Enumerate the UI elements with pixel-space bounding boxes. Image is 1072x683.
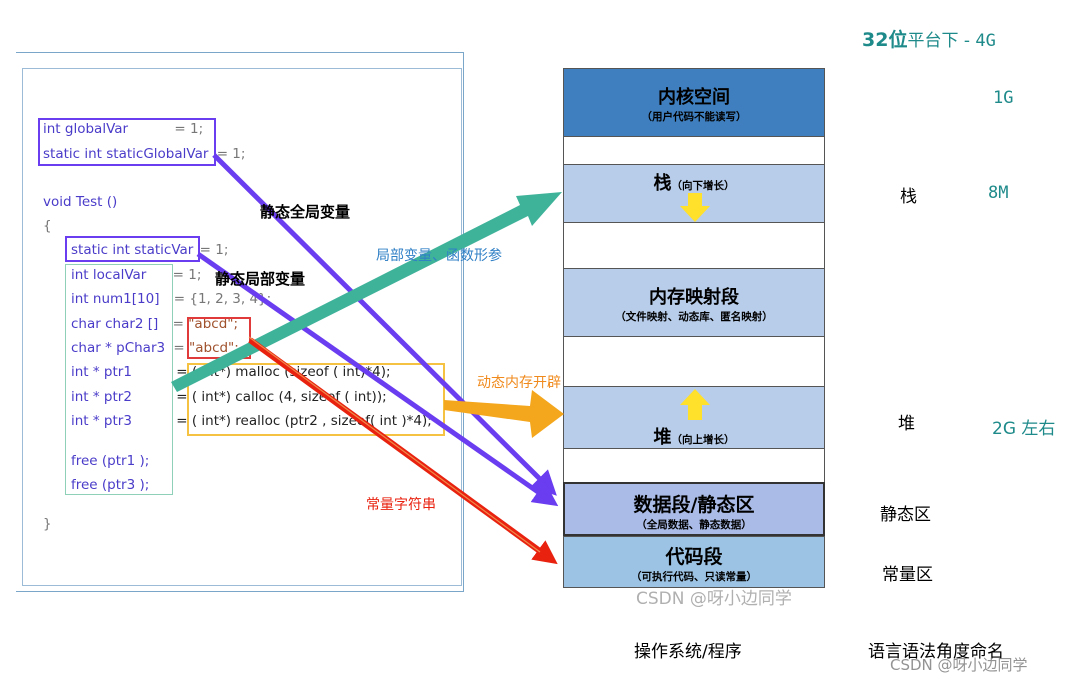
mem-data-sub: （全局数据、静态数据） — [636, 519, 752, 531]
heap-size: 2G 左右 — [992, 419, 1056, 439]
local-var-decl: int localVar — [71, 267, 147, 283]
mem-kernel-sub: （用户代码不能读写） — [641, 111, 747, 123]
code-line-ptr1: int * ptr1 = ( int*) malloc (sizeof ( in… — [71, 364, 391, 380]
arrow-const-str-thin — [248, 336, 541, 553]
label-const-str: 常量字符串 — [366, 497, 436, 513]
code-panel-inner — [22, 68, 462, 586]
ptr3-decl: int * ptr3 — [71, 413, 132, 429]
arrow-static-global — [212, 153, 557, 496]
mem-data-title: 数据段/静态区 — [633, 494, 755, 516]
mem-mmap: 内存映射段 （文件映射、动态库、匿名映射） — [563, 268, 825, 336]
label-static-local: 静态局部变量 — [215, 270, 306, 288]
arrow-dynamic-to-heap — [444, 390, 564, 438]
code-line-free1: free (ptr1 ); — [71, 453, 150, 469]
mem-kernel-title: 内核空间 — [658, 87, 730, 108]
mem-gap-1 — [563, 136, 825, 164]
footer-lang-label: 语言语法角度命名 — [868, 642, 1004, 662]
mem-stack: 栈（向下增长） — [563, 164, 825, 222]
header-total-size: 4G — [975, 31, 996, 51]
code-panel-outer — [16, 52, 464, 592]
mem-gap-3 — [563, 336, 825, 386]
header-32bit-bold: 32位 — [862, 29, 908, 51]
mem-heap-sub: （向上增长） — [671, 434, 735, 446]
pchar3-str: "abcd"; — [189, 340, 239, 356]
const-area-name: 常量区 — [882, 565, 933, 585]
static-global-var-assign: = 1; — [216, 146, 246, 162]
ptr2-decl: int * ptr2 — [71, 389, 132, 405]
footer-os-label: 操作系统/程序 — [634, 642, 742, 662]
ptr1-decl: int * ptr1 — [71, 364, 132, 380]
pchar3-eq: = — [173, 340, 185, 356]
code-line-free3: free (ptr3 ); — [71, 477, 150, 493]
code-line-staticglobalvar: static int staticGlobalVar = 1; — [43, 146, 245, 162]
stack-name: 栈 — [900, 187, 917, 207]
code-line-pchar3: char * pChar3 = "abcd"; — [71, 340, 239, 356]
code-line-globalvar: int globalVar = 1; — [43, 121, 203, 137]
mem-code-title: 代码段 — [665, 546, 723, 568]
static-var-highlight — [65, 236, 200, 262]
label-local-params: 局部变量、函数形参 — [376, 248, 502, 264]
code-line-localvar: int localVar = 1; — [71, 267, 201, 283]
static-var-decl: static int staticVar — [71, 242, 194, 258]
mem-heap: 堆（向上增长） — [563, 386, 825, 448]
static-var-assign: = 1; — [199, 242, 229, 258]
num1-decl: int num1[10] — [71, 291, 160, 307]
code-close-brace: } — [43, 516, 52, 532]
watermark-center: CSDN @呀小边同学 — [636, 589, 792, 609]
mem-stack-title: 栈 — [653, 173, 672, 194]
num1-assign: = {1, 2, 3, 4}; — [173, 291, 272, 307]
local-vars-highlight — [65, 264, 173, 495]
code-open-brace: { — [43, 218, 52, 234]
char2-eq: = — [172, 316, 184, 332]
arrow-up-icon — [680, 389, 710, 420]
code-line-num1: int num1[10] = {1, 2, 3, 4}; — [71, 291, 271, 307]
ptr1-assign: = ( int*) malloc (sizeof ( int)*4); — [176, 364, 391, 380]
static-area-name: 静态区 — [880, 505, 931, 525]
code-line-staticvar: static int staticVar = 1; — [71, 242, 228, 258]
mem-gap-4 — [563, 448, 825, 482]
stack-size: 8M — [988, 183, 1009, 203]
watermark-corner: CSDN @呀小边同学 — [890, 656, 1028, 674]
heap-name: 堆 — [898, 414, 915, 434]
label-static-global: 静态全局变量 — [260, 203, 351, 221]
code-line-function: void Test () — [43, 194, 118, 210]
mem-stack-sub: （向下增长） — [671, 180, 735, 192]
label-dynamic-alloc: 动态内存开辟 — [477, 375, 561, 391]
mem-kernel-space: 内核空间 （用户代码不能读写） — [563, 68, 825, 136]
header-32bit: 32位平台下 - 4G — [862, 25, 996, 52]
local-var-assign: = 1; — [172, 267, 202, 283]
dynamic-alloc-highlight — [187, 363, 445, 436]
global-vars-highlight — [38, 118, 216, 166]
mem-gap-2 — [563, 222, 825, 268]
arrow-down-icon — [680, 193, 710, 222]
mem-code-sub: （可执行代码、只读常量） — [631, 571, 757, 583]
mem-heap-title: 堆 — [653, 427, 672, 448]
header-32bit-rest: 平台下 - — [907, 31, 976, 51]
static-global-var-decl: static int staticGlobalVar — [43, 146, 209, 162]
global-var-assign: = 1; — [174, 121, 204, 137]
arrow-local-to-stack — [171, 192, 562, 392]
code-line-char2: char char2 [] = "abcd"; — [71, 316, 238, 332]
global-var-decl: int globalVar — [43, 121, 129, 137]
pchar3-decl: char * pChar3 — [71, 340, 166, 356]
char2-str: "abcd"; — [188, 316, 239, 332]
mem-data-segment: 数据段/静态区 （全局数据、静态数据） — [563, 482, 825, 536]
mem-mmap-sub: （文件映射、动态库、匿名映射） — [615, 311, 773, 323]
arrow-static-local — [196, 251, 559, 507]
mem-code-segment: 代码段 （可执行代码、只读常量） — [563, 536, 825, 588]
char2-decl: char char2 [] — [71, 316, 159, 332]
mem-mmap-title: 内存映射段 — [649, 287, 739, 308]
kernel-size: 1G — [993, 88, 1014, 108]
